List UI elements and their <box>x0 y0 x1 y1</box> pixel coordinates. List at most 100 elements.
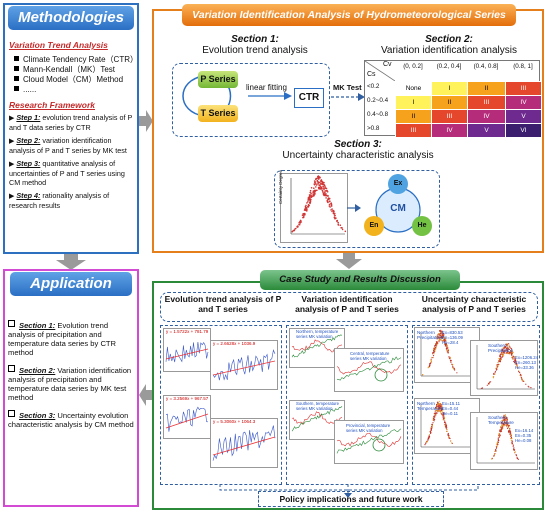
cm-drop-point <box>439 334 441 336</box>
cm-drop-point <box>489 381 491 383</box>
cm-chart <box>470 340 538 396</box>
cm-drop-point <box>507 353 509 355</box>
cm-drop-point <box>497 441 499 443</box>
cm-drop-point <box>433 348 435 350</box>
cloud-drop-point <box>330 209 332 211</box>
cm-drop-point <box>438 332 440 335</box>
cm-drop-point <box>510 350 512 352</box>
cm-drop-point <box>511 440 514 442</box>
cloud-drop-point <box>328 203 331 206</box>
cm-drop-point <box>440 329 442 331</box>
cloud-drop-point <box>328 200 331 203</box>
cloud-drop-point <box>319 181 321 184</box>
ctr-box: CTR <box>294 88 324 108</box>
cm-drop-point <box>447 350 449 352</box>
cm-drop-point <box>510 348 513 350</box>
mk-label: Southern, temperature series MK variatio… <box>296 401 339 411</box>
cm-drop-point <box>445 345 448 347</box>
cm-drop-point <box>424 444 426 446</box>
cm-drop-point <box>437 333 439 335</box>
cm-drop-point <box>503 424 505 426</box>
cm-drop-point <box>502 349 504 351</box>
cm-drop-point <box>496 442 498 444</box>
cm-drop-point <box>430 359 432 361</box>
cm-drop-point <box>446 430 448 432</box>
cm-drop-point <box>502 423 504 425</box>
mk-arrow-icon <box>331 93 365 101</box>
mk-chart <box>334 348 404 392</box>
cloud-drop-point <box>333 211 335 213</box>
cm-chart <box>470 412 538 470</box>
method-item: Cloud Model（CM）Method <box>14 75 138 85</box>
cm-drop-point <box>432 357 434 359</box>
cloud-drop-point <box>330 204 333 207</box>
methodologies-title: Methodologies <box>8 6 134 30</box>
cloud-drop-point <box>321 189 324 192</box>
cm-drop-point <box>486 384 488 386</box>
cm-drop-point <box>516 456 518 458</box>
cm-drop-point <box>498 357 501 359</box>
case-headers-box <box>160 292 538 322</box>
cm-drop-point <box>505 420 507 422</box>
cm-drop-point <box>435 407 437 410</box>
section3-box <box>274 170 440 248</box>
cm-drop-point <box>504 415 506 417</box>
cm-drop-point <box>441 331 443 334</box>
cm-drop-point <box>442 415 444 417</box>
cm-drop-point <box>508 431 510 434</box>
cm-drop-point <box>440 413 443 415</box>
cm-drop-point <box>436 403 438 406</box>
cm-drop-point <box>441 340 443 342</box>
cm-drop-point <box>494 370 496 372</box>
cloud-drop-point <box>308 204 310 207</box>
cm-drop-point <box>449 357 451 359</box>
cm-drop-point <box>510 352 512 354</box>
cloud-drop-point <box>315 186 317 188</box>
cm-drop-point <box>499 355 501 357</box>
cloud-drop-point <box>307 201 309 203</box>
cm-drop-point <box>511 441 513 443</box>
cs-label: Cs <box>367 71 376 78</box>
cm-drop-point <box>507 422 509 424</box>
case-study-title: Case Study and Results Discussion <box>260 270 460 290</box>
cm-drop-point <box>435 405 438 407</box>
cm-series-name: Southern Precipitation <box>488 343 514 353</box>
cm-drop-point <box>496 446 498 448</box>
mk-label: Central, temperature series MK variation <box>350 351 390 361</box>
cm-drop-point <box>497 361 499 364</box>
cm-drop-point <box>506 420 508 422</box>
cm-drop-point <box>432 419 434 421</box>
cm-drop-point <box>442 412 445 414</box>
cloud-drop-point <box>324 194 327 197</box>
cm-drop-point <box>433 350 435 352</box>
cm-drop-point <box>428 366 430 368</box>
cm-drop-point <box>444 421 446 423</box>
cloud-drop-point <box>315 189 317 192</box>
cm-drop-point <box>509 432 511 434</box>
cm-drop-point <box>439 330 441 332</box>
cloud-drop-point <box>320 179 323 182</box>
cm-drop-point <box>442 410 444 412</box>
cm-drop-point <box>438 408 440 410</box>
cm-drop-point <box>505 416 507 418</box>
cm-drop-point <box>438 337 440 339</box>
cloud-drop-point <box>309 201 312 204</box>
cm-drop-point <box>513 361 516 364</box>
table-row-header: 0.2~0.4 <box>367 97 389 104</box>
cm-drop-point <box>443 413 445 416</box>
cm-drop-point <box>428 438 430 440</box>
cm-drop-point <box>493 372 495 375</box>
cm-drop-point <box>505 417 507 419</box>
cm-drop-point <box>440 412 442 414</box>
cloud-drop-point <box>329 206 331 208</box>
mk-test-label: MK Test <box>333 83 362 92</box>
cm-axes <box>420 403 477 448</box>
trend-chart <box>163 395 211 439</box>
cloud-drop-point <box>313 192 316 194</box>
cloud-drop-point <box>306 209 308 212</box>
table-cell: V <box>467 123 505 137</box>
trend-equation: y = 1.5722x + 781.79 <box>166 329 209 334</box>
cm-drop-point <box>432 355 435 357</box>
cm-drop-point <box>422 374 424 376</box>
cm-drop-point <box>491 458 493 460</box>
